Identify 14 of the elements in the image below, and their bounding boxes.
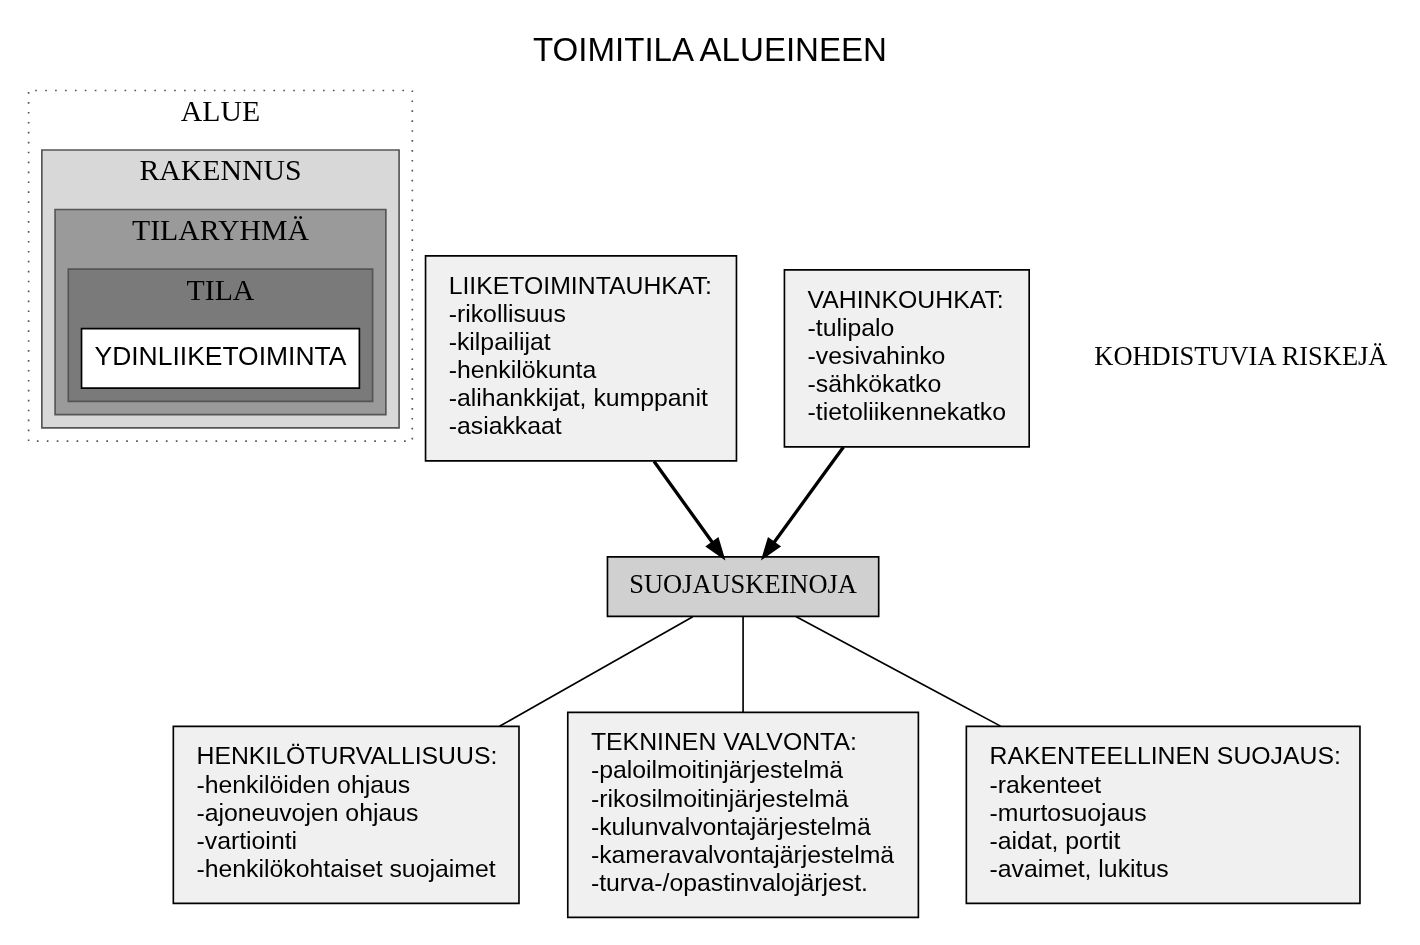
node-box: YDINLIIKETOIMINTA — [80, 327, 361, 389]
arrow — [760, 446, 845, 561]
node-box: VAHINKOUHKAT: -tulipalo -vesivahinko -sähkökatko -tietoliikennekatko — [783, 269, 1030, 448]
connector — [498, 615, 694, 728]
node-box: RAKENTEELLINEN SUOJAUS: -rakenteet -murtosuojaus -aidat, portit -avaimet, lukitus — [965, 725, 1361, 905]
node-box: LIIKETOIMINTAUHKAT: -rikollisuus -kilpailijat -henkilökunta -alihankkijat, kumppanit -asiakkaat — [424, 255, 738, 462]
arrow — [652, 460, 726, 561]
node-box: HENKILÖTURVALLISUUS: -henkilöiden ohjaus -ajoneuvojen ohjaus -vartiointi -henkilökohtaiset suojaimet — [172, 725, 520, 905]
diagram-title: TOIMITILA ALUEINEEN — [532, 30, 888, 68]
node-box: SUOJAUSKEINOJA — [606, 556, 880, 618]
connector — [742, 615, 744, 713]
label: KOHDISTUVIA RISKEJÄ — [1094, 340, 1388, 371]
node-box: TEKNINEN VALVONTA: -paloilmoitinjärjestelmä -rikosilmoitinjärjestelmä -kulunvalvontajärjestelmä -kameravalvontajärjestelmä -turva-/opastinvalojärjest. — [566, 711, 920, 919]
connector — [795, 615, 1002, 727]
